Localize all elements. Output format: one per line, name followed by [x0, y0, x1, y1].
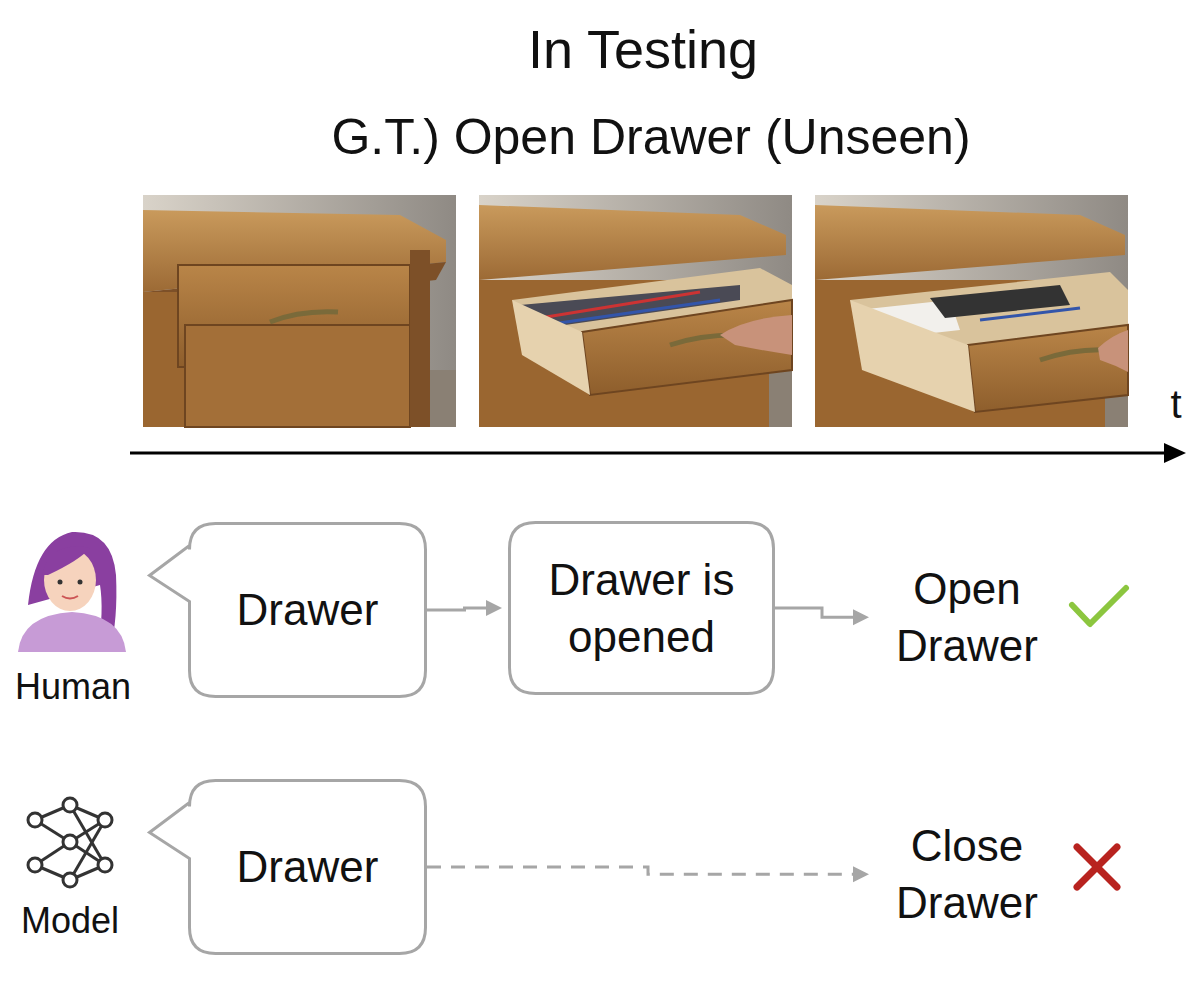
- node-text: Open Drawer: [893, 560, 1041, 674]
- box-outline: [508, 521, 775, 695]
- human-icon: [18, 532, 126, 652]
- frame-closed: [143, 195, 456, 427]
- node-text: Drawer: [237, 838, 379, 895]
- human-label: Human: [15, 666, 131, 708]
- check-mark: [1072, 588, 1126, 624]
- model-label: Model: [21, 900, 119, 942]
- frame-opening: [479, 195, 792, 427]
- prediction-text: Open Drawer: [875, 550, 1059, 684]
- reasoning-box: Drawer is opened: [508, 521, 775, 695]
- node-text: Close Drawer: [893, 817, 1041, 931]
- time-axis: [130, 443, 1186, 463]
- frame-open: [815, 195, 1128, 427]
- cross-mark: [1077, 847, 1117, 887]
- model-icon: [28, 798, 112, 887]
- connector-arrow: [427, 600, 502, 616]
- ground-truth-label: G.T.) Open Drawer (Unseen): [331, 108, 970, 166]
- title: In Testing: [528, 18, 758, 80]
- node-text: Drawer is opened: [526, 551, 757, 665]
- prediction-text: Close Drawer: [875, 807, 1059, 941]
- connector-arrow: [775, 608, 869, 625]
- time-label: t: [1170, 382, 1181, 427]
- connector-arrow: [427, 866, 869, 882]
- speech-bubble: Drawer: [188, 522, 427, 698]
- speech-bubble: Drawer: [188, 779, 427, 955]
- node-text: Drawer: [237, 581, 379, 638]
